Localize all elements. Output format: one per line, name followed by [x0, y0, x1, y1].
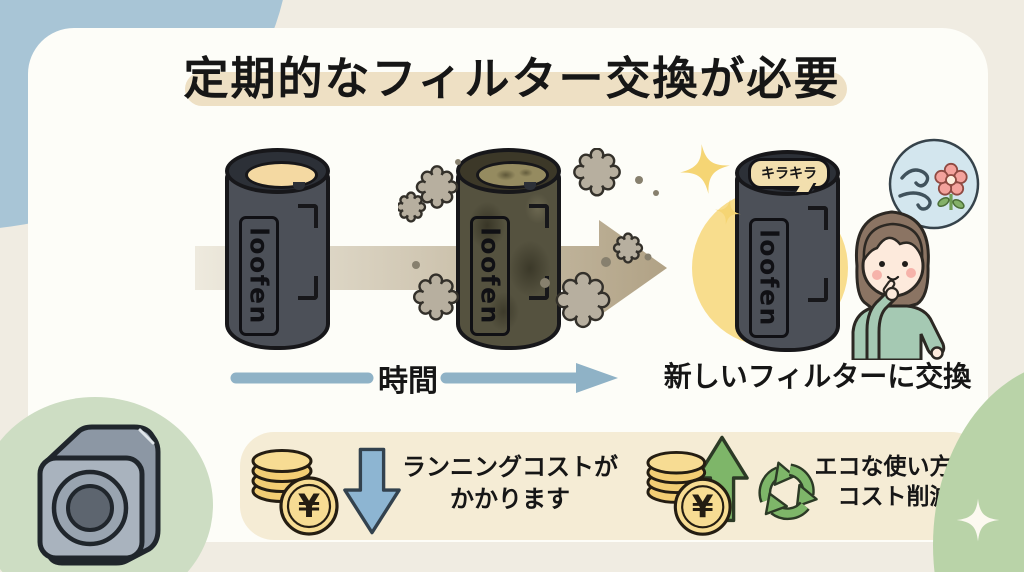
sparkle-bubble: キラキラ	[748, 158, 830, 189]
blush	[872, 270, 882, 280]
wind-icon	[900, 168, 930, 188]
eye	[902, 261, 908, 267]
eye	[879, 261, 885, 267]
odor-puffs-icon	[398, 148, 659, 329]
filter-clip-icon	[298, 276, 318, 300]
yen-coin-icon	[673, 477, 732, 536]
filter-new: loofen	[735, 150, 840, 352]
filter-notch	[293, 182, 305, 190]
sparkle-icon	[715, 199, 741, 225]
flower-icon	[934, 162, 968, 210]
filter-brand-label: loofen	[470, 216, 510, 336]
filter-brand-label: loofen	[749, 218, 789, 338]
filter-clip-icon	[298, 204, 318, 228]
filter-brand-label: loofen	[239, 216, 279, 336]
svg-text:¥: ¥	[692, 490, 714, 526]
cost-down-arrow-icon	[343, 447, 401, 535]
woman-illustration	[851, 210, 946, 360]
fresh-air-icon	[888, 138, 980, 230]
recycle-icon	[758, 461, 818, 521]
filter-clip-icon	[529, 204, 549, 228]
svg-text:¥: ¥	[298, 487, 320, 525]
filter-clip-icon	[808, 206, 828, 230]
title-highlight-bar	[185, 72, 847, 106]
wind-icon	[898, 191, 932, 211]
filter-dirty: loofen	[456, 148, 561, 350]
hand	[884, 286, 900, 302]
cost-up-arrow-icon	[695, 435, 749, 523]
appliance-lid	[66, 484, 114, 532]
filter-rim	[225, 148, 330, 194]
hand	[930, 346, 944, 360]
page-title: 定期的なフィルター交換が必要	[183, 52, 841, 105]
filter-clip-icon	[529, 276, 549, 300]
time-arrow-icon	[230, 363, 618, 393]
replace-caption: 新しいフィルターに交換	[663, 360, 972, 393]
mouth	[886, 275, 900, 281]
filter-clip-icon	[808, 278, 828, 302]
sparkle-icon	[956, 498, 1000, 542]
blush	[906, 268, 916, 278]
filter-notch	[524, 182, 536, 190]
filter-opening	[476, 161, 549, 189]
filter-clean: loofen	[225, 148, 330, 350]
filter-opening	[245, 161, 318, 189]
coins-icon: ¥	[251, 449, 339, 536]
filter-rim	[456, 148, 561, 194]
sparkle-icon	[680, 144, 730, 194]
coins-icon: ¥	[646, 450, 732, 536]
yen-coin-icon	[279, 476, 339, 536]
bangs	[862, 222, 924, 265]
running-cost-caption: ランニングコストが かかります	[402, 453, 618, 513]
loofen-appliance-illustration	[37, 424, 161, 566]
time-label: 時間	[378, 364, 438, 399]
